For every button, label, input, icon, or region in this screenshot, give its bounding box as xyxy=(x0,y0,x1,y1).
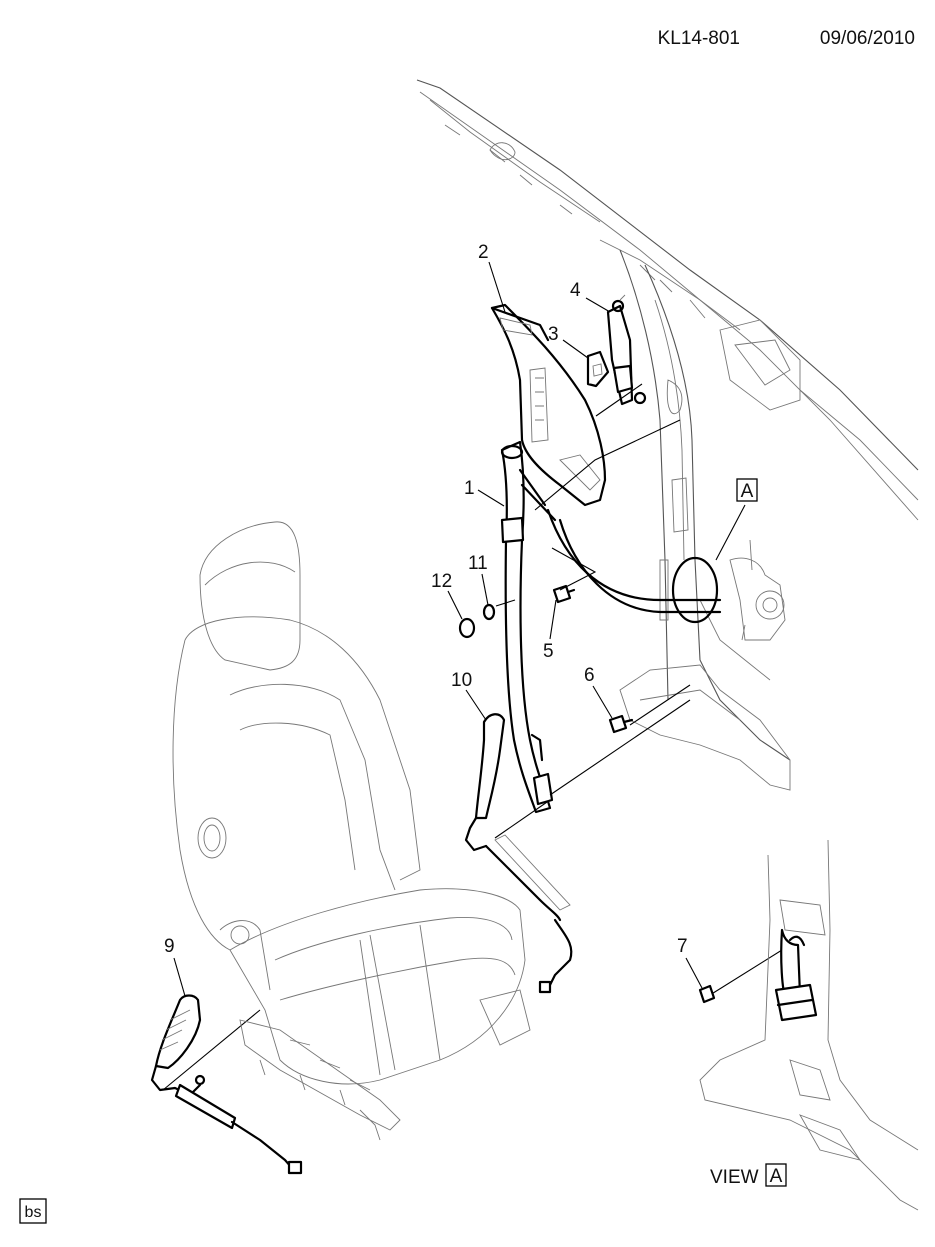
part-10-buckle xyxy=(464,713,573,994)
view-a-caption: VIEW A xyxy=(710,1163,787,1188)
seat-assembly xyxy=(172,521,531,1141)
callout-2: 2 xyxy=(478,242,489,263)
callout-labels: 1 2 3 4 5 6 7 9 10 11 12 xyxy=(164,242,703,997)
part-3-adjuster-cover xyxy=(586,350,610,388)
part-12-washer xyxy=(458,617,476,639)
callout-4: 4 xyxy=(570,280,581,301)
callout-6: 6 xyxy=(584,665,595,686)
retractor-assembly xyxy=(729,539,786,641)
bs-badge-text: bs xyxy=(25,1204,42,1221)
callout-1: 1 xyxy=(464,478,475,499)
part-5-bolt xyxy=(552,584,576,604)
view-a-caption-marker: A xyxy=(770,1166,783,1187)
part-1-belt-webbing xyxy=(500,440,722,814)
callout-11: 11 xyxy=(468,553,488,574)
callout-5: 5 xyxy=(543,641,554,662)
view-a-marker: A xyxy=(741,481,754,502)
view-a-reference: A xyxy=(671,478,758,624)
assembly-lines xyxy=(162,383,791,1091)
part-6-bolt xyxy=(608,714,634,734)
callout-7: 7 xyxy=(677,936,688,957)
callout-9: 9 xyxy=(164,936,175,957)
part-11-washer xyxy=(482,603,496,621)
roof-rail xyxy=(416,79,919,521)
view-a-detail xyxy=(698,839,919,1211)
diagram-date: 09/06/2010 xyxy=(820,28,915,49)
part-2-pillar-trim xyxy=(490,303,607,507)
diagram-code: KL14-801 xyxy=(658,28,740,49)
callout-12: 12 xyxy=(431,571,452,592)
part-4-height-adjuster xyxy=(606,294,647,406)
bs-badge: bs xyxy=(19,1198,47,1224)
part-9-seat-buckle xyxy=(150,994,303,1175)
callout-10: 10 xyxy=(451,670,472,691)
view-a-text: VIEW xyxy=(710,1167,759,1188)
view-a-caption-box xyxy=(765,1163,787,1187)
callout-3: 3 xyxy=(548,324,559,345)
view-a-marker-box xyxy=(736,478,758,502)
b-pillar xyxy=(619,249,791,791)
